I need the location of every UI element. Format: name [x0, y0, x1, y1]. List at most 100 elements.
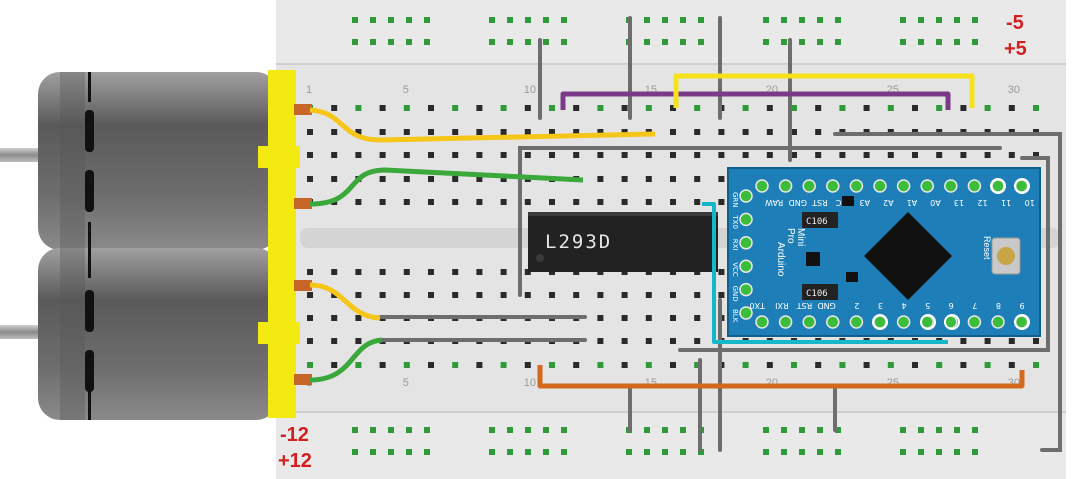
breadboard-hole [424, 17, 430, 23]
breadboard-hole [662, 427, 668, 433]
breadboard-hole [644, 17, 650, 23]
breadboard-hole [1008, 362, 1015, 368]
breadboard-hole [900, 427, 906, 433]
breadboard-hole [507, 449, 513, 455]
pin-label-top: 13 [954, 198, 964, 207]
column-number-top: 5 [403, 84, 409, 96]
breadboard-hole [500, 362, 507, 368]
pin-label-top: A0 [930, 198, 941, 207]
breadboard-hole [406, 39, 412, 45]
breadboard-hole [424, 449, 430, 455]
breadboard-hole [718, 199, 725, 205]
breadboard-hole [670, 152, 676, 158]
breadboard-hole [817, 449, 823, 455]
breadboard-hole [766, 362, 773, 368]
breadboard-hole [972, 17, 978, 23]
breadboard-hole [561, 449, 567, 455]
breadboard-hole [403, 129, 410, 135]
breadboard-hole [561, 39, 567, 45]
board-name-line3: Mini [795, 228, 806, 246]
dc-motor-top [0, 70, 312, 250]
breadboard-hole [621, 362, 628, 368]
breadboard-hole [1033, 338, 1039, 344]
gray-wires [378, 16, 1062, 452]
breadboard-hole [766, 129, 773, 135]
microcontroller-chip [864, 212, 952, 300]
breadboard-hole [960, 105, 967, 111]
arduino-left-header [739, 189, 753, 320]
header-pad-bottom [826, 315, 840, 329]
breadboard-hole [839, 105, 846, 111]
breadboard-hole [900, 17, 906, 23]
breadboard-hole [489, 449, 495, 455]
breadboard-hole [403, 199, 410, 205]
breadboard-hole [428, 199, 434, 205]
breadboard-hole [428, 129, 434, 135]
side-pin-label: GRN [731, 192, 739, 208]
breadboard-hole [645, 338, 652, 344]
breadboard-hole [597, 292, 604, 298]
reset-label: Reset [982, 236, 992, 260]
breadboard-hole [621, 338, 628, 344]
breadboard-hole [645, 152, 652, 158]
breadboard-hole [960, 362, 967, 368]
breadboard-hole [355, 129, 362, 135]
pin-label-top: 10 [1025, 198, 1035, 207]
header-pad-top [920, 179, 934, 193]
breadboard-hole [355, 362, 362, 368]
capacitor-bottom [802, 284, 838, 300]
breadboard-hole [355, 152, 362, 158]
pin-label-bottom: RXI [775, 301, 788, 310]
breadboard-hole [1008, 338, 1015, 344]
breadboard-hole [307, 269, 313, 275]
pin-label-top: 12 [977, 198, 987, 207]
pin-label-bottom: 9 [1020, 301, 1025, 310]
breadboard-hole [670, 199, 676, 205]
breadboard-hole [718, 152, 725, 158]
breadboard-hole [694, 292, 701, 298]
breadboard-hole [352, 17, 358, 23]
breadboard-hole [918, 39, 924, 45]
breadboard-hole [863, 362, 870, 368]
breadboard-hole [1008, 152, 1015, 158]
breadboard-hole [936, 105, 943, 111]
breadboard-hole [742, 129, 749, 135]
breadboard-hole [597, 199, 604, 205]
header-pad-top [755, 179, 769, 193]
breadboard-hole [936, 362, 943, 368]
pin-label-top: GND [789, 198, 807, 207]
pin-label-bottom: 4 [902, 301, 907, 310]
highlighted-holes [872, 178, 1030, 330]
breadboard-hole [817, 39, 823, 45]
breadboard-hole [307, 292, 313, 298]
breadboard-hole [670, 292, 676, 298]
breadboard-hole [500, 176, 507, 182]
purple-wire [560, 91, 951, 110]
breadboard-hole [379, 129, 386, 135]
breadboard-hole [680, 427, 686, 433]
breadboard-hole [718, 176, 725, 182]
breadboard-hole [428, 292, 434, 298]
breadboard-hole [379, 269, 386, 275]
breadboard-hole [900, 39, 906, 45]
header-pad-bottom [849, 315, 864, 329]
breadboard-hole [307, 176, 313, 182]
breadboard-hole [543, 427, 549, 433]
breadboard-hole [960, 338, 967, 344]
breadboard-hole [489, 427, 495, 433]
pin-label-bottom: 7 [972, 301, 977, 310]
arduino-pin-labels: RAWTX0GNDRXIRSTRSTVCCGNDA32A23A14A051361… [731, 192, 1035, 323]
breadboard-hole [644, 449, 650, 455]
side-pin-label: GND [731, 286, 739, 302]
breadboard-hole [476, 292, 483, 298]
breadboard-hole [680, 449, 686, 455]
pin-label-top: A1 [907, 198, 918, 207]
header-pad-top [991, 179, 1005, 193]
breadboard-hole [781, 427, 787, 433]
pin-label-bottom: 6 [949, 301, 954, 310]
breadboard-hole [507, 427, 513, 433]
breadboard-hole [549, 362, 555, 368]
breadboard-hole [984, 152, 991, 158]
breadboard-hole [524, 292, 531, 298]
